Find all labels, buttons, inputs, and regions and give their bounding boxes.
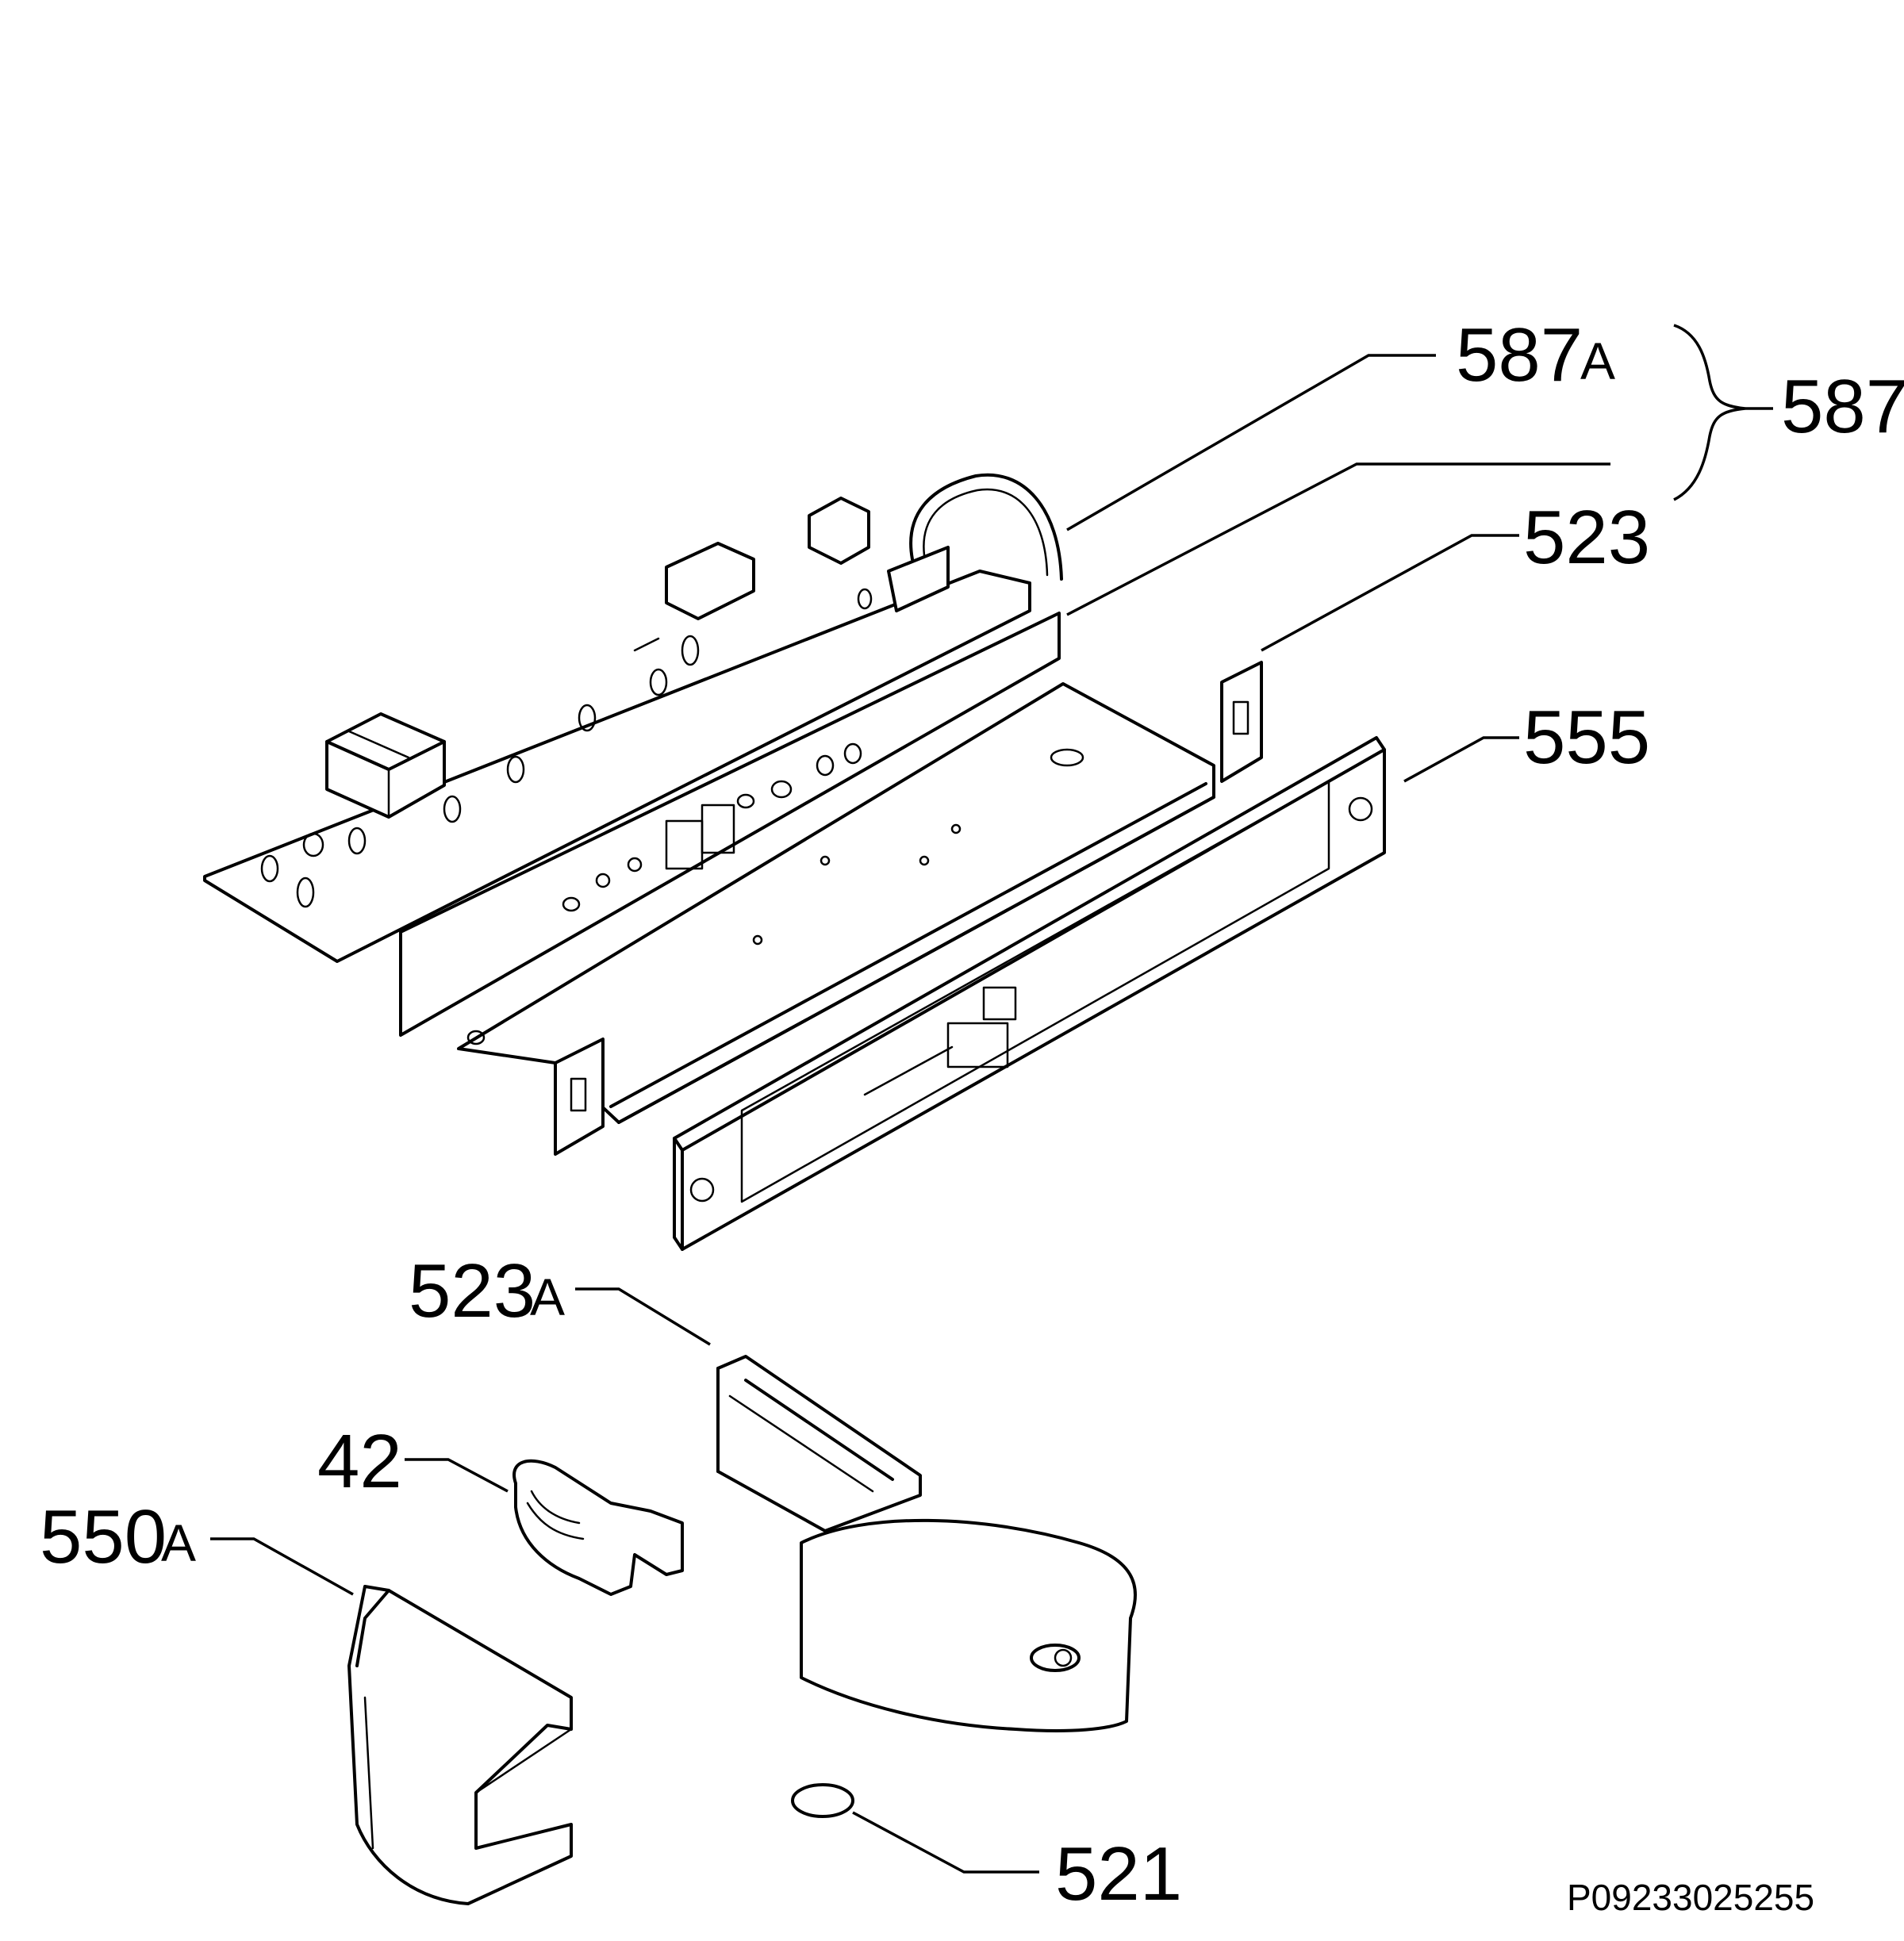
callout-550a-suffix: A	[161, 1513, 196, 1572]
part-523-bracket	[457, 661, 1263, 1156]
callout-523a-suffix: A	[530, 1268, 565, 1326]
part-550a-end-cap	[347, 1585, 573, 1905]
callout-550a: 550 A	[40, 1494, 196, 1579]
part-555-control-panel	[673, 736, 1386, 1251]
callout-587: 587	[1781, 364, 1904, 449]
callout-587a-number: 587	[1456, 313, 1583, 397]
callout-587a: 587 A	[1456, 313, 1615, 397]
part-587a-circuit-board	[203, 473, 1063, 1037]
callout-521: 521	[1055, 1832, 1182, 1916]
callout-555: 555	[1523, 695, 1650, 780]
drawing-reference-number: P09233025255	[1567, 1877, 1814, 1918]
callout-587a-suffix: A	[1580, 332, 1615, 390]
callout-42: 42	[317, 1419, 402, 1504]
part-42-shaft	[512, 1459, 684, 1596]
callout-550a-number: 550	[40, 1494, 167, 1579]
callout-523a: 523 A	[409, 1249, 565, 1333]
callout-523: 523	[1523, 495, 1650, 580]
callout-523a-number: 523	[409, 1249, 536, 1333]
part-523a-knob-housing	[716, 1355, 1137, 1732]
leader-lines	[210, 324, 1773, 1874]
part-521-washer	[791, 1783, 854, 1818]
